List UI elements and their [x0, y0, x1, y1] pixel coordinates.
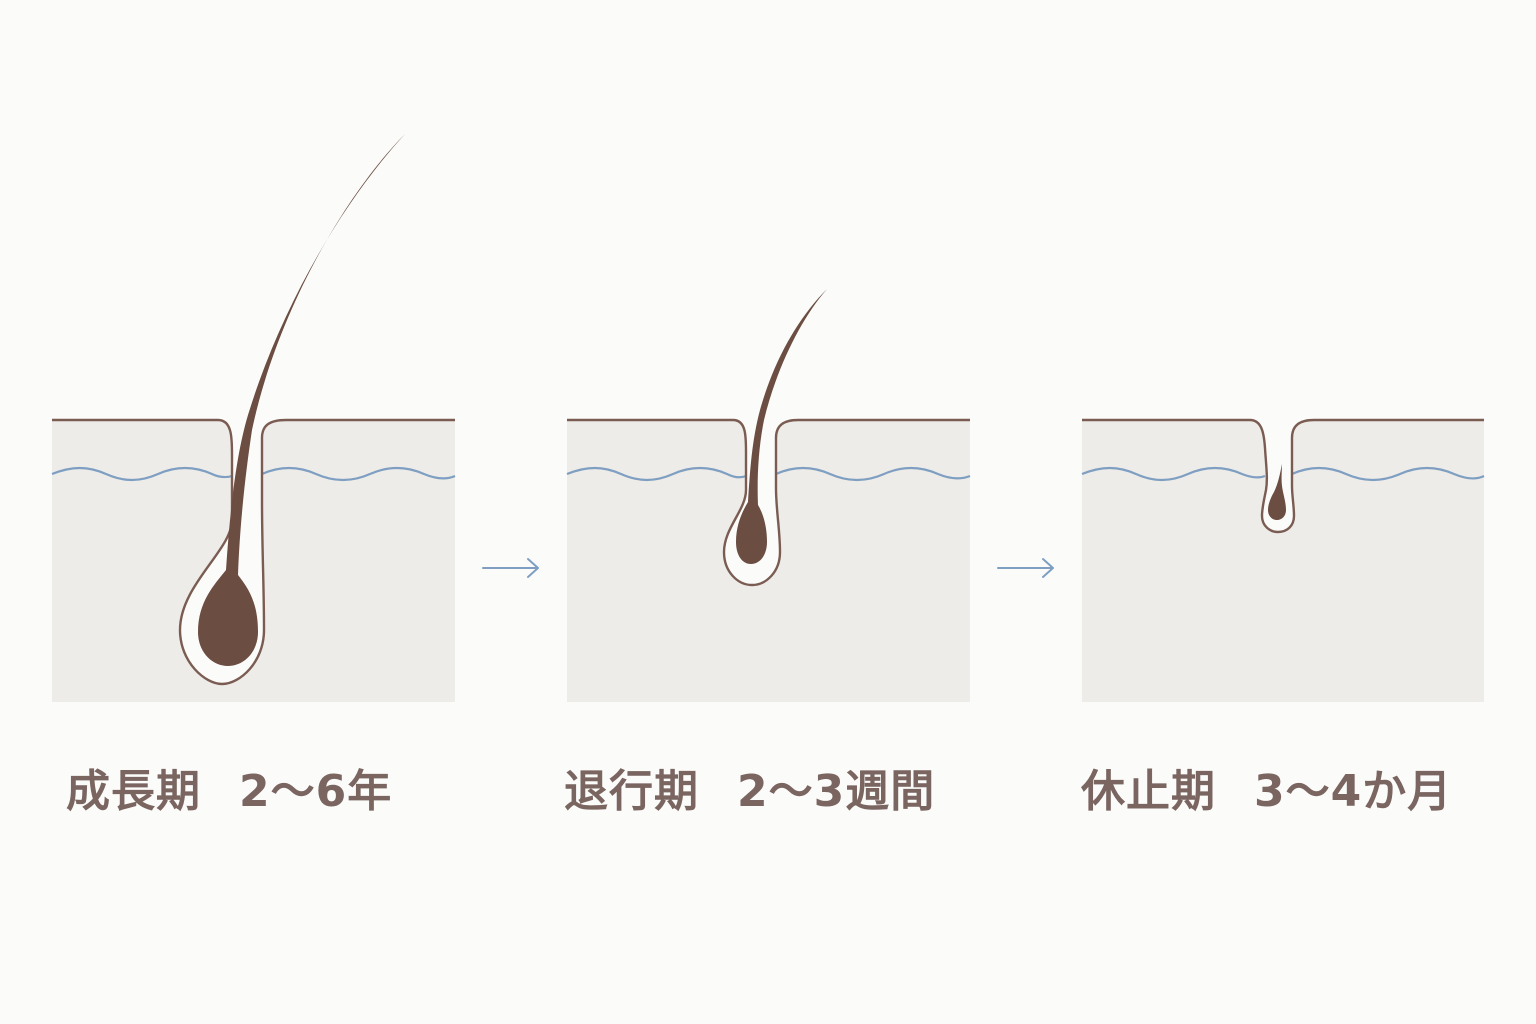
- resting-hair-club: [1268, 464, 1286, 520]
- phase-duration: 3〜4か月: [1254, 766, 1453, 817]
- growth-phase-caption: 成長期 2〜6年: [66, 752, 392, 822]
- regression-phase-caption: 退行期 2〜3週間: [564, 752, 935, 822]
- phase-name: 休止期: [1081, 766, 1216, 817]
- resting-dermis-line: [1081, 466, 1485, 482]
- resting-phase-caption: 休止期 3〜4か月: [1081, 752, 1452, 822]
- resting-skin-fill: [1082, 420, 1484, 702]
- regression-skin-block: [566, 418, 971, 702]
- regression-skin-fill: [567, 420, 970, 702]
- regression-hair-shaft: [736, 289, 827, 564]
- growth-hair-shaft: [198, 134, 405, 666]
- resting-skin-block: [1081, 418, 1485, 702]
- growth-skin-fill: [52, 420, 455, 702]
- phase-duration: 2〜6年: [239, 766, 393, 817]
- phase-name: 退行期: [564, 766, 699, 817]
- resting-skin-outline: [1082, 418, 1484, 534]
- phase-name: 成長期: [66, 766, 201, 817]
- regression-dermis-line: [566, 466, 971, 482]
- phase-duration: 2〜3週間: [737, 766, 936, 817]
- growth-dermis-line: [51, 466, 456, 482]
- regression-skin-outline: [567, 418, 970, 587]
